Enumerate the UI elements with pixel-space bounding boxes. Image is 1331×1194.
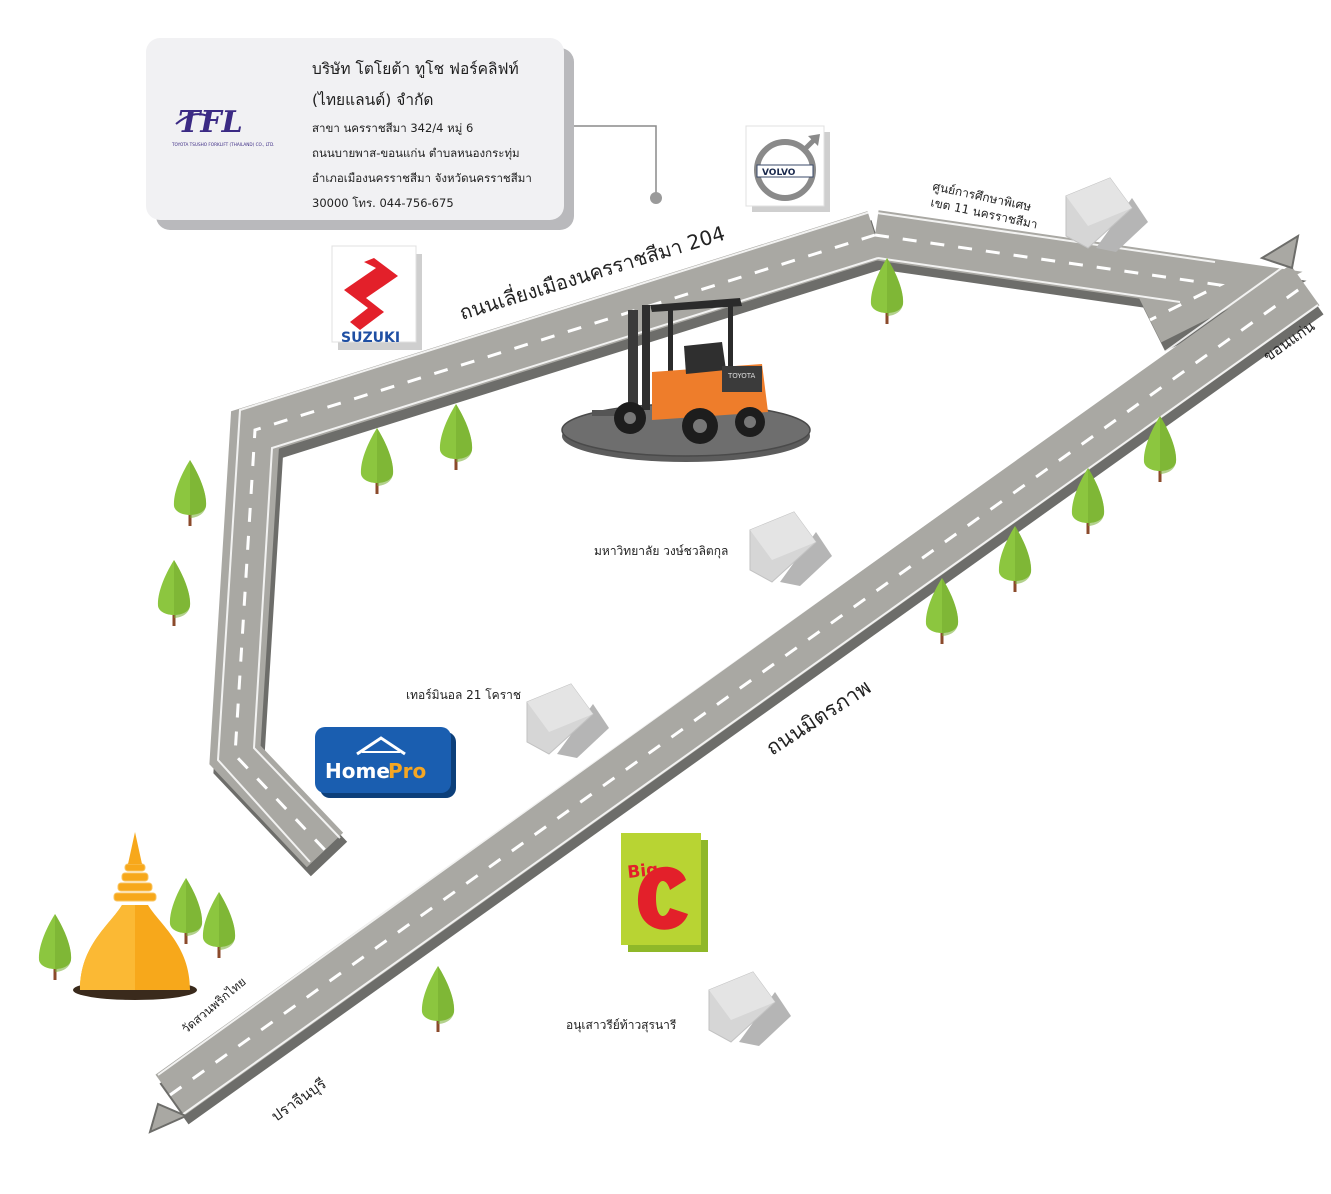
tree-icon <box>1071 468 1105 534</box>
suzuki-logo: SUZUKI <box>331 245 422 350</box>
forklift-dealer-marker: TOYOTA <box>561 298 811 462</box>
tree-icon <box>1143 416 1177 482</box>
tree-icon <box>157 560 191 626</box>
terminal21-label: เทอร์มินอล 21 โคราช <box>406 688 521 702</box>
temple-stupa-icon <box>73 832 197 1000</box>
tree-icon <box>439 404 473 470</box>
arrow-prachinburi-icon <box>148 1102 189 1134</box>
volvo-text: VOLVO <box>762 168 796 178</box>
monument-label: อนุเสาวรีย์ท้าวสุรนารี <box>566 1018 677 1033</box>
tfl-logo: TFL TOYOTA TSUSHO FORKLIFT (THAILAND) CO… <box>171 105 275 147</box>
tree-icon <box>38 914 72 980</box>
tree-icon <box>998 526 1032 592</box>
toyota-badge: TOYOTA <box>727 372 756 380</box>
company-name-line2: (ไทยแลนด์) จำกัด <box>312 91 434 109</box>
homepro-home-text: Home <box>325 759 390 783</box>
tree-icon <box>202 892 236 958</box>
homepro-pro-text: Pro <box>388 759 426 783</box>
buildings <box>526 177 1148 1046</box>
tree-icon <box>360 428 394 494</box>
vongchavalitkul-label: มหาวิทยาลัย วงษ์ชวลิตกุล <box>594 544 728 559</box>
tree-icon <box>421 966 455 1032</box>
road-network <box>148 210 1324 1134</box>
tree-icon <box>870 258 904 324</box>
volvo-logo: VOLVO <box>745 125 830 212</box>
trees <box>38 258 1177 1032</box>
company-name-line1: บริษัท โตโยต้า ทูโช ฟอร์คลิฟท์ <box>312 60 519 78</box>
tree-icon <box>173 460 207 526</box>
company-info-card: TFL TOYOTA TSUSHO FORKLIFT (THAILAND) CO… <box>146 38 564 220</box>
tree-icon <box>925 578 959 644</box>
bigc-big-text: Big <box>626 860 659 883</box>
suzuki-text: SUZUKI <box>341 330 400 346</box>
company-district: อำเภอเมืองนครราชสีมา จังหวัดนครราชสีมา <box>312 171 532 185</box>
special-ed-building <box>1065 177 1148 252</box>
tree-icon <box>169 878 203 944</box>
terminal21-building <box>526 683 609 758</box>
company-branch: สาขา นครราชสีมา 342/4 หมู่ 6 <box>312 121 474 135</box>
bigc-logo: Big <box>621 833 708 952</box>
arrow-khonkaen-icon <box>1259 233 1300 270</box>
company-road: ถนนบายพาส-ขอนแก่น ตำบลหนองกระทุ่ม <box>312 146 520 160</box>
university-building <box>749 511 832 586</box>
homepro-logo: Home Pro <box>315 727 456 798</box>
company-postal-phone: 30000 โทร. 044-756-675 <box>312 196 454 210</box>
tfl-logo-text: TFL <box>178 105 243 140</box>
monument-building <box>708 971 791 1046</box>
tfl-logo-subtext: TOYOTA TSUSHO FORKLIFT (THAILAND) CO., L… <box>171 142 275 147</box>
